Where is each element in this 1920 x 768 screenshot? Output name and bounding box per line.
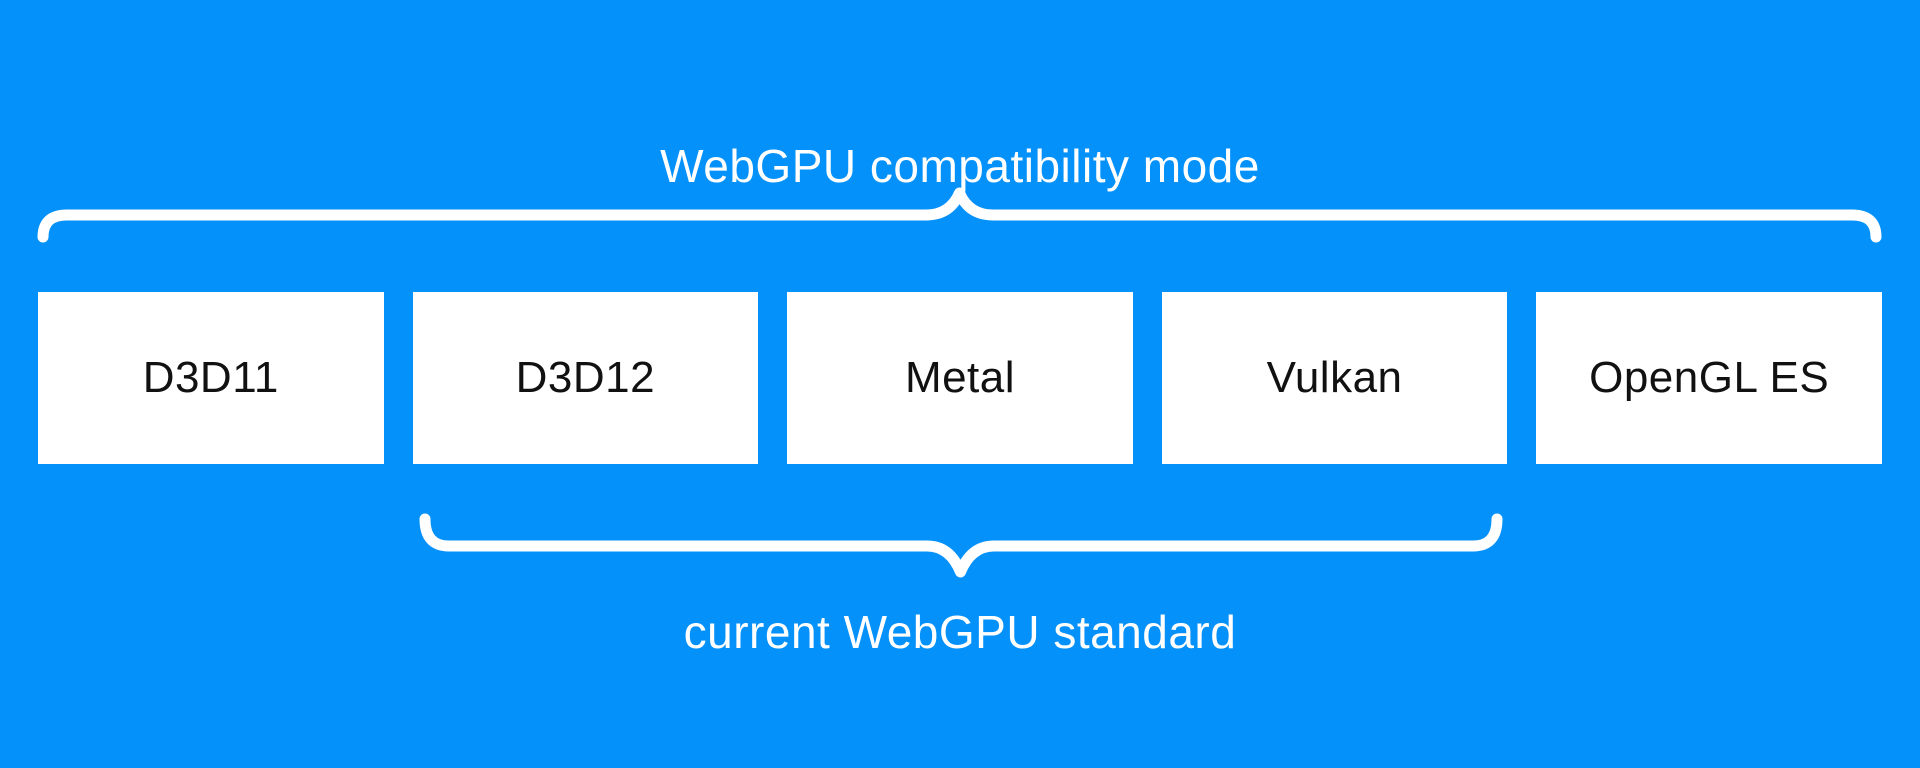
bottom-brace-shape [419, 513, 1503, 578]
box-vulkan-label: Vulkan [1266, 353, 1403, 402]
box-d3d11-label: D3D11 [142, 353, 279, 402]
box-vulkan: Vulkan [1161, 292, 1508, 464]
top-brace-label: WebGPU compatibility mode [660, 140, 1260, 192]
box-opengl-es-label: OpenGL ES [1589, 353, 1830, 402]
box-metal-label: Metal [904, 353, 1016, 402]
box-d3d11: D3D11 [38, 292, 384, 464]
box-d3d12-label: D3D12 [515, 353, 656, 402]
backend-boxes-row: D3D11 D3D12 Metal Vulkan OpenGL ES [38, 292, 1882, 464]
box-opengl-es: OpenGL ES [1536, 292, 1882, 464]
box-d3d12: D3D12 [412, 292, 759, 464]
top-brace-shape [37, 187, 1882, 243]
box-metal: Metal [787, 292, 1133, 464]
bottom-brace-label: current WebGPU standard [683, 606, 1237, 658]
